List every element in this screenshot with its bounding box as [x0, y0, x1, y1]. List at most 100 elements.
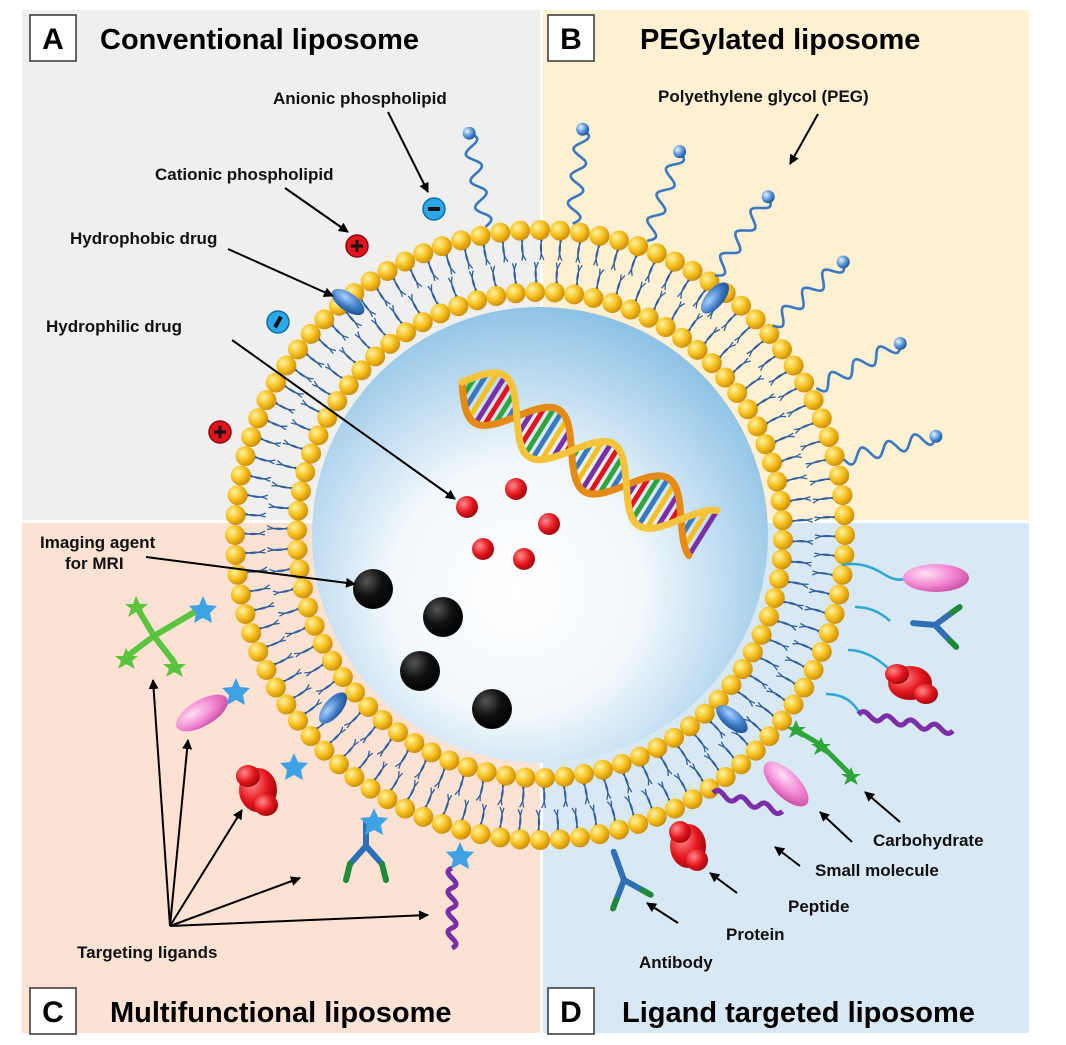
lipid-head [439, 750, 460, 771]
label-hydrophilic-drug: Hydrophilic drug [46, 317, 182, 336]
lipid-head [655, 317, 676, 338]
lipid-head [646, 243, 667, 264]
lipid-head [803, 390, 824, 411]
lipid-head [783, 355, 804, 376]
lipid-head [682, 789, 703, 810]
lipid-head [230, 584, 251, 605]
peg-chain [714, 196, 773, 277]
lipid-head [829, 465, 850, 486]
dna-base-pair [482, 381, 513, 427]
peg-terminal-bead [929, 429, 943, 443]
lipid-head [467, 290, 488, 311]
lipid-head [327, 391, 348, 412]
mri-agent-particle [423, 597, 463, 637]
lipid-head [747, 416, 768, 437]
lipid-head [742, 642, 763, 663]
lipid-head [564, 284, 585, 305]
hydrophobic-drug-molecule [716, 704, 748, 734]
linker-star [446, 842, 474, 869]
lipid-head [360, 271, 381, 292]
lipid-head [731, 295, 752, 316]
lipid-head [287, 520, 308, 541]
lipid-head [265, 677, 286, 698]
lipid-head [759, 323, 780, 344]
lipid-head [701, 353, 722, 374]
peptide-ligand [711, 788, 785, 816]
peg-chain [464, 131, 493, 228]
lipid-head [687, 339, 708, 360]
lipid-head [755, 434, 776, 455]
lipid-head [235, 446, 256, 467]
dna-base-pair [630, 474, 662, 521]
mri-agent-particle [400, 651, 440, 691]
lipid-head [751, 624, 772, 645]
dna-base-pair [530, 410, 564, 461]
lipid-head [225, 505, 246, 526]
lipid-head [620, 299, 641, 320]
panel-b-header: B PEGylated liposome [547, 14, 920, 62]
lipid-head [694, 703, 715, 724]
peg-chain [645, 150, 686, 243]
lipid-head [771, 549, 792, 570]
label-hydrophobic-drug: Hydrophobic drug [70, 229, 217, 248]
lipid-head [288, 500, 309, 521]
label-peg: Polyethylene glycol (PEG) [658, 87, 869, 106]
linker-star [189, 596, 217, 623]
lipid-head [679, 716, 700, 737]
lipid-head [505, 283, 526, 304]
dna-strand [458, 378, 693, 560]
lipid-head [783, 694, 804, 715]
label-imaging-agent: Imaging agent [40, 533, 156, 552]
lipid-head [608, 230, 629, 251]
lipid-head [413, 806, 434, 827]
antibody-ligand [343, 819, 389, 883]
peptide-ligand [856, 709, 955, 736]
lipid-head [308, 425, 329, 446]
label-protein: Protein [726, 925, 785, 944]
hydrophilic-drug-molecule [505, 478, 527, 500]
mri-agent-particle [353, 569, 393, 609]
lipid-head [248, 408, 269, 429]
label-antibody: Antibody [639, 953, 713, 972]
peg-chain [815, 343, 902, 393]
hydrophobic-drug-molecule [700, 282, 730, 314]
lipid-head [457, 757, 478, 778]
lipid-head [365, 346, 386, 367]
lipid-head [235, 603, 256, 624]
lipid-head [544, 282, 565, 303]
lipid-head [824, 446, 845, 467]
lipid-head [829, 584, 850, 605]
lipid-head [737, 399, 758, 420]
lipid-head [412, 312, 433, 333]
lipid-head [421, 742, 442, 763]
hydrophilic-drug-group [456, 478, 560, 570]
lipid-head [241, 623, 262, 644]
lipid-head [276, 355, 297, 376]
lipid-head [771, 339, 792, 360]
peg-terminal-bead [576, 122, 590, 136]
protein-ligand [236, 765, 278, 816]
protein-ligand [669, 821, 708, 871]
lipid-head [256, 390, 277, 411]
dna-base-pair [686, 509, 720, 557]
lipid-head [288, 339, 309, 360]
lipid-head [328, 754, 349, 775]
lipid-head [731, 754, 752, 775]
lipid-head [569, 827, 590, 848]
lipid-head [476, 762, 497, 783]
small-molecule-ligand [903, 564, 969, 592]
lipid-head [486, 285, 507, 306]
lipid-head [377, 260, 398, 281]
lipid-head [602, 292, 623, 313]
lipid-head [646, 806, 667, 827]
dna-base-pair [579, 441, 614, 492]
lipid-head [372, 710, 393, 731]
lipid-head [764, 587, 785, 608]
dna-base-pair [574, 440, 605, 484]
lipid-head [832, 485, 853, 506]
lipid-head [312, 633, 333, 654]
lipid-head [338, 375, 359, 396]
lipid-head [295, 462, 316, 483]
